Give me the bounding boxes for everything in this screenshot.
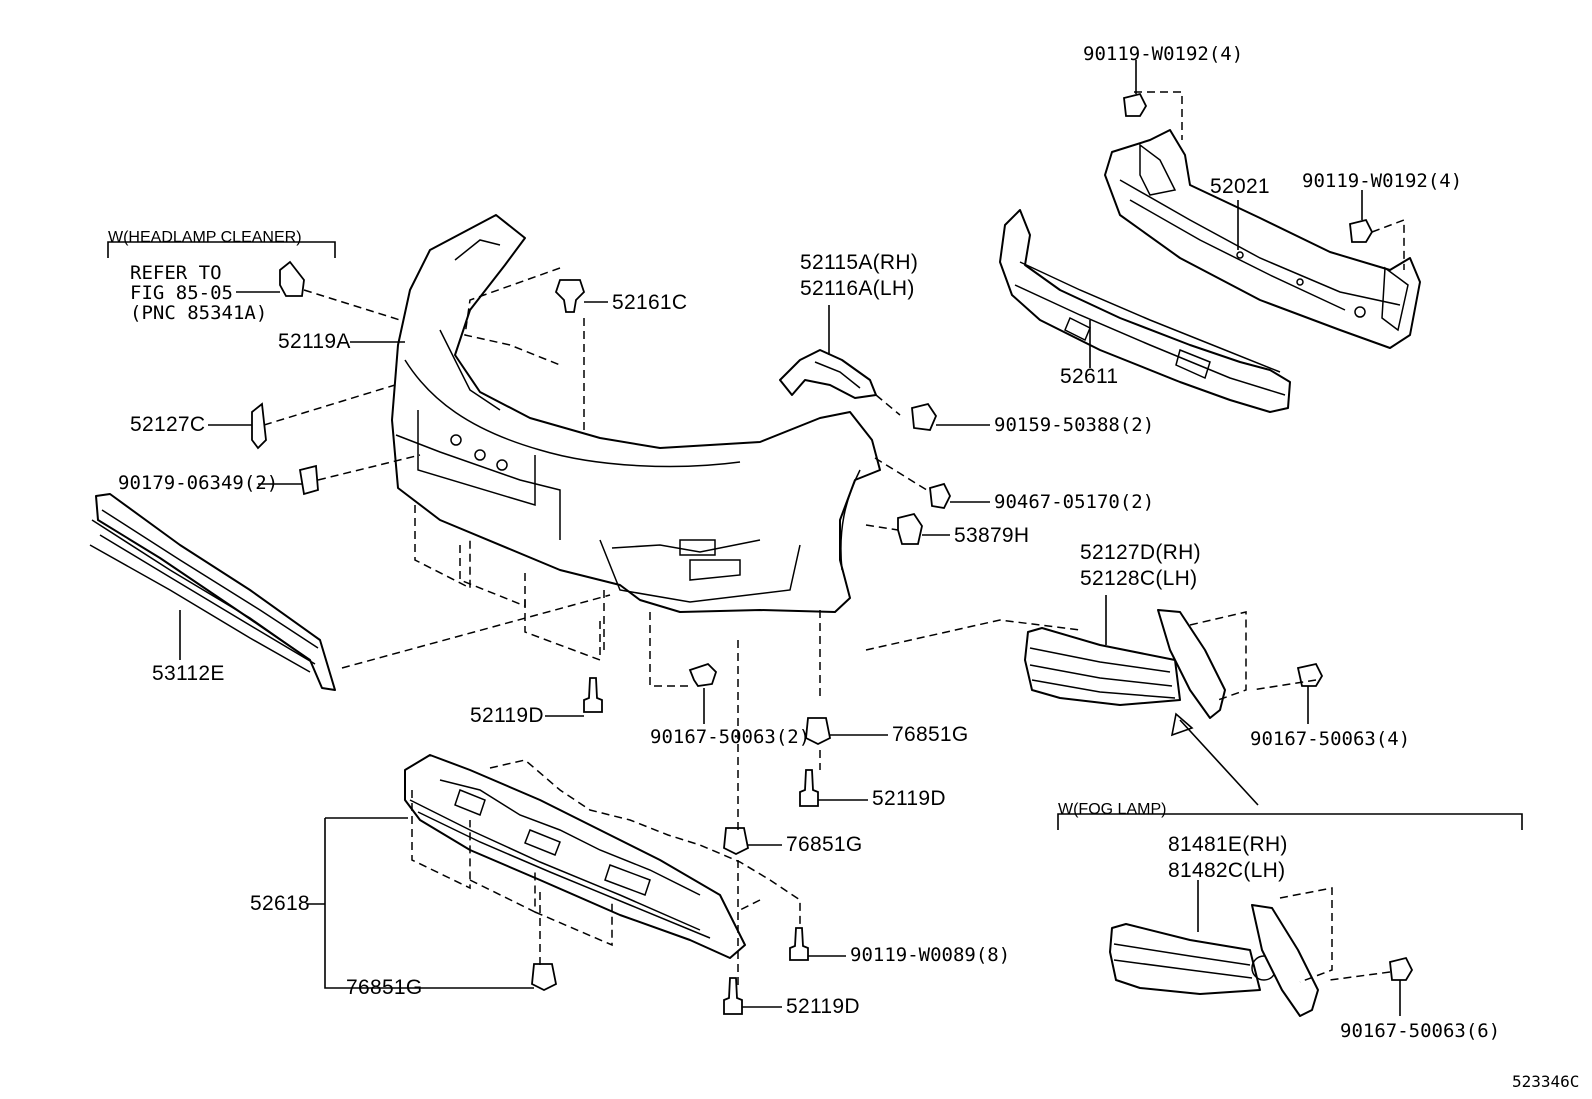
bolt-90167-6-icon (1389, 956, 1414, 981)
part-label-52128c: 52128C(LH) (1080, 567, 1198, 590)
part-label-52127c: 52127C (130, 413, 206, 436)
part-label-52611: 52611 (1060, 365, 1119, 388)
bolt-90167-2-icon (688, 662, 718, 687)
part-label-90179: 90179-06349(2) (118, 472, 279, 494)
bolt-90119-4a-icon (1123, 92, 1148, 117)
part-label-52119d-c: 52119D (786, 995, 860, 1018)
assembly-lines (263, 91, 1405, 990)
lower-grille-part (89, 493, 336, 691)
part-label-52119d-b: 52119D (872, 787, 946, 810)
part-label-90467: 90467-05170(2) (994, 491, 1155, 513)
fog-cover-part (1024, 609, 1226, 719)
part-label-52116a: 52116A(LH) (800, 277, 915, 300)
part-label-52127d: 52127D(RH) (1080, 541, 1201, 564)
headlamp-cleaner-group-label: W(HEADLAMP CLEANER) (108, 229, 302, 246)
bolt-90159-icon (911, 402, 938, 431)
reference-line-3: (PNC 85341A) (130, 302, 268, 324)
part-label-52119a: 52119A (278, 330, 351, 353)
part-label-90167-6: 90167-50063(6) (1340, 1020, 1501, 1042)
part-label-90167-2: 90167-50063(2) (650, 726, 811, 748)
clip-52127c-icon (251, 402, 267, 450)
figure-id: 523346C (1512, 1072, 1580, 1091)
reinforcement-part (1104, 129, 1421, 349)
bolt-52119d-c-icon (723, 977, 743, 1015)
side-bracket-part (779, 349, 877, 399)
clip-52161c-icon (554, 279, 586, 313)
part-label-76851g-c: 76851G (346, 976, 423, 999)
part-label-53879h: 53879H (954, 524, 1030, 547)
leader-lines (179, 60, 1401, 1016)
part-label-52115a: 52115A(RH) (800, 251, 919, 274)
nut-90467-icon (929, 482, 952, 509)
bolt-90119-8-icon (789, 927, 809, 961)
bolt-90119-4b-icon (1349, 218, 1374, 243)
part-label-52618: 52618 (250, 892, 310, 915)
clip-53879h-icon (897, 512, 923, 545)
fog-lamp-cover-part (1109, 904, 1319, 1017)
headlamp-cleaner-bracket (107, 241, 336, 258)
part-label-90119-4b: 90119-W0192(4) (1302, 170, 1463, 192)
part-label-90159: 90159-50388(2) (994, 414, 1155, 436)
part-label-90119-4a: 90119-W0192(4) (1083, 43, 1244, 65)
bumper-cover-part (391, 214, 881, 613)
reference-line-1: REFER TO (130, 262, 222, 284)
reference-line-2: FIG 85-05 (130, 282, 233, 304)
part-label-52119d-a: 52119D (470, 704, 544, 727)
energy-absorber-part (999, 209, 1291, 413)
part-label-53112e: 53112E (152, 662, 225, 685)
part-label-52161c: 52161C (612, 291, 688, 314)
bolt-52119d-b-icon (799, 769, 819, 807)
ref-part-85341a-icon (279, 260, 305, 297)
part-label-81481e: 81481E(RH) (1168, 833, 1288, 856)
fastener-icons (251, 92, 1414, 1015)
part-label-76851g-a: 76851G (892, 723, 969, 746)
fog-lamp-group-label: W(FOG LAMP) (1058, 801, 1167, 818)
clip-76851g-c-icon (531, 963, 558, 992)
nut-90179-icon (298, 464, 319, 496)
fog-lamp-bracket (1057, 813, 1523, 830)
part-label-90119-8: 90119-W0089(8) (850, 944, 1011, 966)
clip-76851g-b-icon (723, 827, 750, 856)
part-label-90167-4: 90167-50063(4) (1250, 728, 1411, 750)
under-cover-part (404, 754, 746, 959)
bolt-52119d-a-icon (583, 677, 603, 713)
part-label-76851g-b: 76851G (786, 833, 863, 856)
clip-76851g-a-icon (805, 717, 832, 746)
part-label-81482c: 81482C(LH) (1168, 859, 1286, 882)
part-label-52021: 52021 (1210, 175, 1270, 198)
